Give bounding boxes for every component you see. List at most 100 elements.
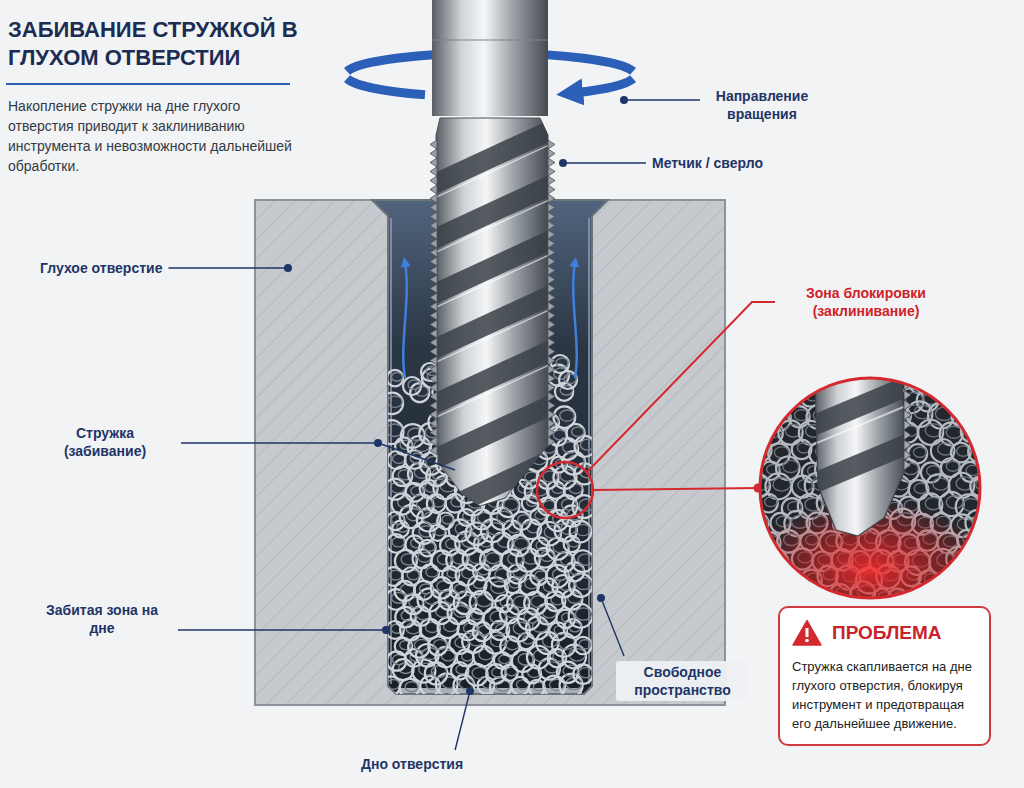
chip-pile	[569, 574, 592, 597]
magnified-view	[958, 410, 972, 421]
magnified-view	[921, 462, 941, 482]
warning-icon	[792, 619, 822, 646]
magnified-view	[783, 460, 799, 472]
chip-flow-arrow	[573, 262, 576, 378]
tap-drill	[430, 445, 560, 527]
chip-pile	[408, 380, 420, 389]
title-underline	[6, 83, 290, 85]
blocking-zone-marker	[537, 462, 593, 518]
chip-pile	[380, 420, 404, 444]
chip-pile	[575, 436, 596, 457]
magnified-view	[773, 590, 788, 601]
tap-drill	[432, 40, 548, 41]
chip-flow-arrow	[403, 262, 576, 378]
magnified-view	[760, 386, 781, 407]
part-label: Направление вращения	[706, 87, 818, 123]
magnified-view	[783, 389, 799, 401]
chip-pile	[535, 571, 546, 580]
chip-pile	[392, 537, 405, 547]
box-body: Стружка скапливается на дне глухого отве…	[792, 657, 977, 733]
magnified-view	[946, 461, 959, 471]
magnified-view	[971, 550, 992, 571]
chip-pile	[387, 451, 405, 469]
magnified-view	[789, 582, 815, 608]
magnified-view	[776, 373, 791, 385]
chip-pile	[416, 386, 429, 396]
magnified-view	[757, 589, 769, 598]
leader-line	[455, 691, 470, 750]
chip-pile	[437, 512, 454, 529]
magnified-view	[765, 473, 791, 499]
magnified-view	[765, 497, 778, 507]
chip-pile	[572, 427, 584, 437]
magnified-view	[977, 553, 991, 564]
description-text: Накопление стружки на дне глухого отверс…	[8, 96, 298, 176]
chip-pile	[504, 499, 519, 510]
blind-hole	[588, 218, 590, 684]
magnified-view	[966, 425, 979, 435]
magnified-view	[753, 409, 768, 420]
chip-pile	[501, 665, 517, 681]
magnified-view	[957, 589, 970, 599]
magnified-view	[974, 407, 987, 417]
tap-drill	[430, 250, 560, 310]
tap-drill	[432, 0, 548, 116]
magnified-view	[749, 549, 768, 568]
leader-line	[563, 162, 646, 163]
chip-pile	[538, 522, 561, 545]
tap-drill	[548, 140, 555, 446]
magnified-view	[773, 478, 791, 491]
magnified-view	[769, 369, 792, 392]
magnified-view	[948, 390, 962, 401]
rotation-arrow	[575, 79, 633, 93]
magnified-view	[796, 587, 814, 600]
warning-icon	[793, 621, 821, 646]
leader-dot	[382, 626, 390, 634]
magnified-view	[796, 370, 811, 381]
chip-pile	[414, 640, 429, 651]
chip-pile	[518, 515, 530, 524]
chip-pile	[483, 607, 506, 630]
tap-drill	[430, 305, 560, 365]
chip-pile	[387, 679, 400, 689]
rotation-arrow	[347, 79, 425, 95]
tap-drill	[430, 115, 560, 527]
tap-drill	[430, 0, 560, 527]
magnified-view	[931, 585, 953, 607]
magnified-view	[746, 406, 768, 428]
magnified-view	[915, 373, 932, 386]
tap-drill	[430, 140, 560, 200]
magnified-view	[942, 386, 963, 407]
chip-pile	[434, 640, 447, 650]
chip-pile	[518, 654, 533, 666]
part-label: Дно отверстия	[361, 755, 463, 773]
magnified-view	[800, 400, 920, 450]
warning-icon	[806, 628, 809, 637]
magnified-view	[750, 370, 990, 640]
magnified-view	[967, 392, 982, 403]
chip-pile	[552, 633, 576, 657]
magnified-view	[947, 569, 961, 580]
chip-pile	[514, 538, 528, 549]
tap-drill	[430, 140, 437, 455]
magnified-view	[969, 404, 989, 424]
chip-pile	[388, 396, 403, 407]
chip-pile	[472, 667, 487, 678]
magnified-view	[818, 592, 832, 603]
chip-pile	[508, 564, 527, 583]
chip-pile	[580, 439, 594, 450]
part-label: Стружка (забивание)	[35, 424, 175, 460]
magnified-view	[958, 375, 972, 385]
chip-pile	[554, 406, 576, 428]
magnified-view	[976, 480, 989, 490]
magnified-view	[933, 478, 949, 490]
blocking-zone-marker	[537, 462, 763, 518]
magnified-view	[974, 444, 989, 455]
part-label: Зона блокировки (заклинивание)	[781, 284, 951, 320]
leader-dot	[597, 594, 605, 602]
leader-line	[378, 443, 455, 470]
chip-flow-arrow	[403, 262, 406, 378]
leader-dot	[284, 264, 292, 272]
magnified-view	[946, 426, 962, 438]
magnified-view	[916, 588, 932, 601]
